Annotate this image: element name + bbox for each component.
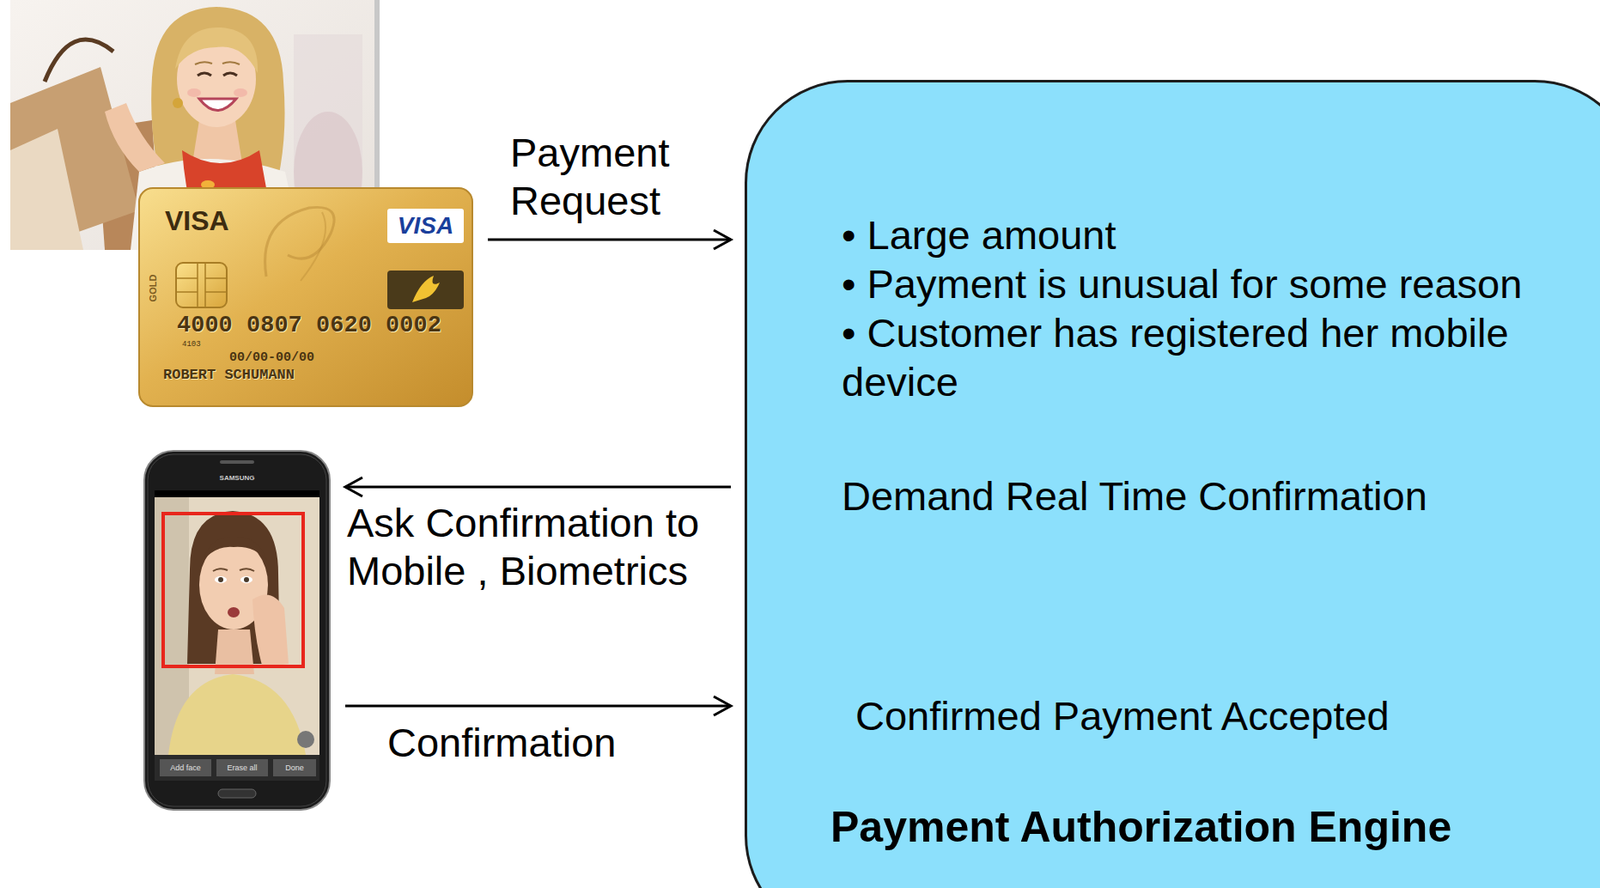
condition-bullet: • Payment is unusual for some reason: [841, 259, 1581, 309]
arrow-line: [345, 486, 731, 489]
engine-result: Confirmed Payment Accepted: [855, 691, 1390, 741]
mobile-phone: SAMSUNG Add faceErase all Done: [142, 449, 332, 812]
card-chip: [176, 262, 227, 308]
card-expiry: 00/00-00/00: [229, 350, 315, 366]
arrow-label: Ask Confirmation to Mobile , Biometrics: [346, 498, 725, 596]
card-number: 4000 0807 0620 0002: [176, 311, 442, 340]
arrow-head: [713, 696, 731, 716]
card-brand: VISA: [164, 206, 230, 235]
phone-body: [144, 450, 330, 810]
arrow-line: [487, 238, 731, 242]
card-logo-panel: [387, 208, 464, 244]
phone-button: Add face: [159, 759, 212, 777]
flow-arrow: [345, 696, 731, 716]
card-bin: 4103: [182, 340, 201, 350]
arrow-head: [345, 477, 363, 497]
card-tier: GOLD: [147, 273, 159, 305]
engine-action: Demand Real Time Confirmation: [841, 471, 1428, 521]
arrow-head: [713, 230, 731, 250]
card-logo: VISA: [387, 208, 464, 244]
arrow-label: Confirmation: [387, 718, 663, 767]
arrow-label: Payment Request: [510, 128, 725, 226]
engine-title: Payment Authorization Engine: [830, 801, 1452, 853]
flow-arrow: [345, 477, 731, 497]
arrow-line: [345, 705, 731, 708]
phone-brand: SAMSUNG: [142, 473, 332, 483]
phone-button: Erase all: [216, 759, 268, 777]
condition-bullet: • Large amount: [841, 210, 1581, 260]
phone-button: Done: [273, 759, 317, 777]
card-holder: ROBERT SCHUMANN: [163, 366, 295, 384]
credit-card: VISA VISA GOLD 4000 0807 0620 00024103 00/00…: [137, 186, 475, 408]
mobile-phone-artwork: [142, 449, 332, 812]
card-body: [139, 188, 473, 407]
flow-arrow: [487, 230, 731, 250]
phone-screen-photo: [154, 497, 320, 781]
authorization-engine: • Large amount• Payment is unusual for s…: [744, 79, 1600, 888]
card-hologram: [387, 270, 464, 310]
condition-bullet: • Customer has registered her mobile dev…: [841, 308, 1581, 407]
